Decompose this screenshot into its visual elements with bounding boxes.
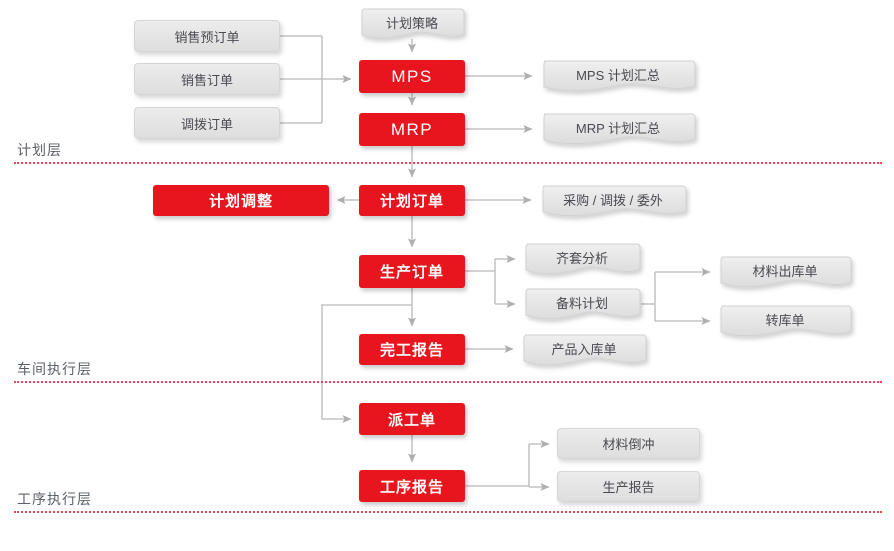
node-process-report[interactable]: 工序报告 [359,470,465,502]
node-mrp[interactable]: MRP [359,113,465,146]
node-mrp-plan-summary[interactable]: MRP 计划汇总 [540,113,696,153]
node-production-order[interactable]: 生产订单 [359,255,465,288]
node-material-outbound[interactable]: 材料出库单 [718,256,852,296]
node-material-prep-plan[interactable]: 备料计划 [523,288,641,328]
layer-separator-workshop [14,381,882,383]
node-material-backflush[interactable]: 材料倒冲 [557,428,700,459]
conn-production-to-dispatch [321,304,412,423]
node-mps[interactable]: MPS [359,60,465,93]
layer-separator-planning [14,162,882,164]
node-product-inbound[interactable]: 产品入库单 [521,334,647,374]
layer-separator-process [14,511,882,513]
node-transfer-order[interactable]: 调拨订单 [134,107,280,139]
layer-label-planning: 计划层 [17,142,62,158]
layer-label-workshop: 车间执行层 [17,361,92,377]
node-sales-order[interactable]: 销售订单 [134,63,280,95]
node-plan-strategy[interactable]: 计划策略 [359,8,465,48]
node-plan-order[interactable]: 计划订单 [359,185,465,216]
node-sales-pre-order[interactable]: 销售预订单 [134,20,280,52]
node-purchase-transfer-outsource[interactable]: 采购 / 调拨 / 委外 [539,185,687,225]
node-production-report[interactable]: 生产报告 [557,471,700,502]
node-completion-report[interactable]: 完工报告 [359,334,465,365]
node-plan-adjust[interactable]: 计划调整 [153,185,329,216]
node-dispatch-order[interactable]: 派工单 [359,403,465,435]
node-kit-analysis[interactable]: 齐套分析 [523,243,641,283]
node-mps-plan-summary[interactable]: MPS 计划汇总 [540,60,696,100]
layer-label-process: 工序执行层 [17,491,92,507]
node-warehouse-transfer[interactable]: 转库单 [718,305,852,345]
